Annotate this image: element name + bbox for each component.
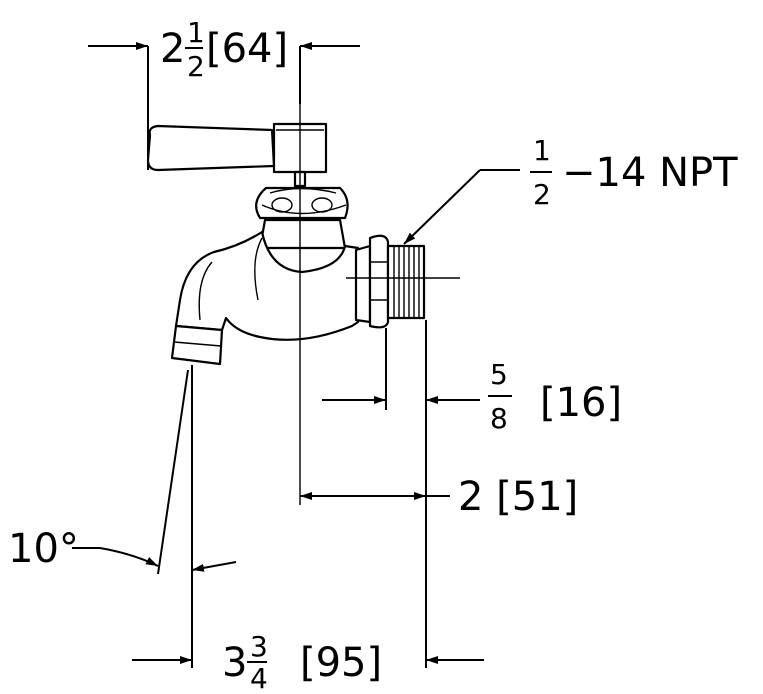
dim-thread-length: 5 8 [16] bbox=[322, 320, 622, 668]
thread-spec: −14 NPT bbox=[562, 150, 738, 196]
handle-width-numerator: 1 bbox=[187, 16, 205, 49]
spout-angle-text: 10° bbox=[8, 526, 79, 572]
valve-body bbox=[174, 230, 360, 341]
thread-length-numerator: 5 bbox=[490, 358, 508, 391]
overall-length-denominator: 4 bbox=[250, 662, 268, 689]
overall-length-whole: 3 bbox=[222, 640, 247, 686]
thread-length-denominator: 8 bbox=[490, 402, 508, 435]
dim-spout-angle: 10° bbox=[8, 365, 237, 668]
handle-lever bbox=[146, 124, 276, 172]
threaded-nipple bbox=[386, 244, 426, 320]
handle-width-denominator: 2 bbox=[187, 50, 205, 83]
overall-length-metric: [95] bbox=[300, 640, 382, 686]
faucet-illustration bbox=[146, 104, 460, 505]
thread-lines bbox=[393, 246, 420, 318]
handle-width-metric: [64] bbox=[206, 26, 288, 72]
spout-nozzle bbox=[170, 324, 224, 366]
thread-denominator: 2 bbox=[533, 178, 551, 211]
bonnet bbox=[258, 218, 347, 250]
dim-thread-callout: 1 2 −14 NPT bbox=[403, 134, 738, 245]
thread-numerator: 1 bbox=[533, 134, 551, 167]
centerline-to-face-text: 2 [51] bbox=[458, 474, 578, 520]
dim-overall-length: 3 3 4 [95] bbox=[132, 630, 484, 694]
dim-handle-width: 2 1 2 [64] bbox=[88, 16, 360, 170]
dim-centerline-to-face: 2 [51] bbox=[300, 474, 578, 520]
overall-length-numerator: 3 bbox=[250, 630, 268, 663]
handle-width-whole: 2 bbox=[160, 26, 185, 72]
hex-nut bbox=[368, 234, 390, 329]
thread-length-metric: [16] bbox=[540, 380, 622, 426]
hex-union bbox=[354, 244, 372, 324]
